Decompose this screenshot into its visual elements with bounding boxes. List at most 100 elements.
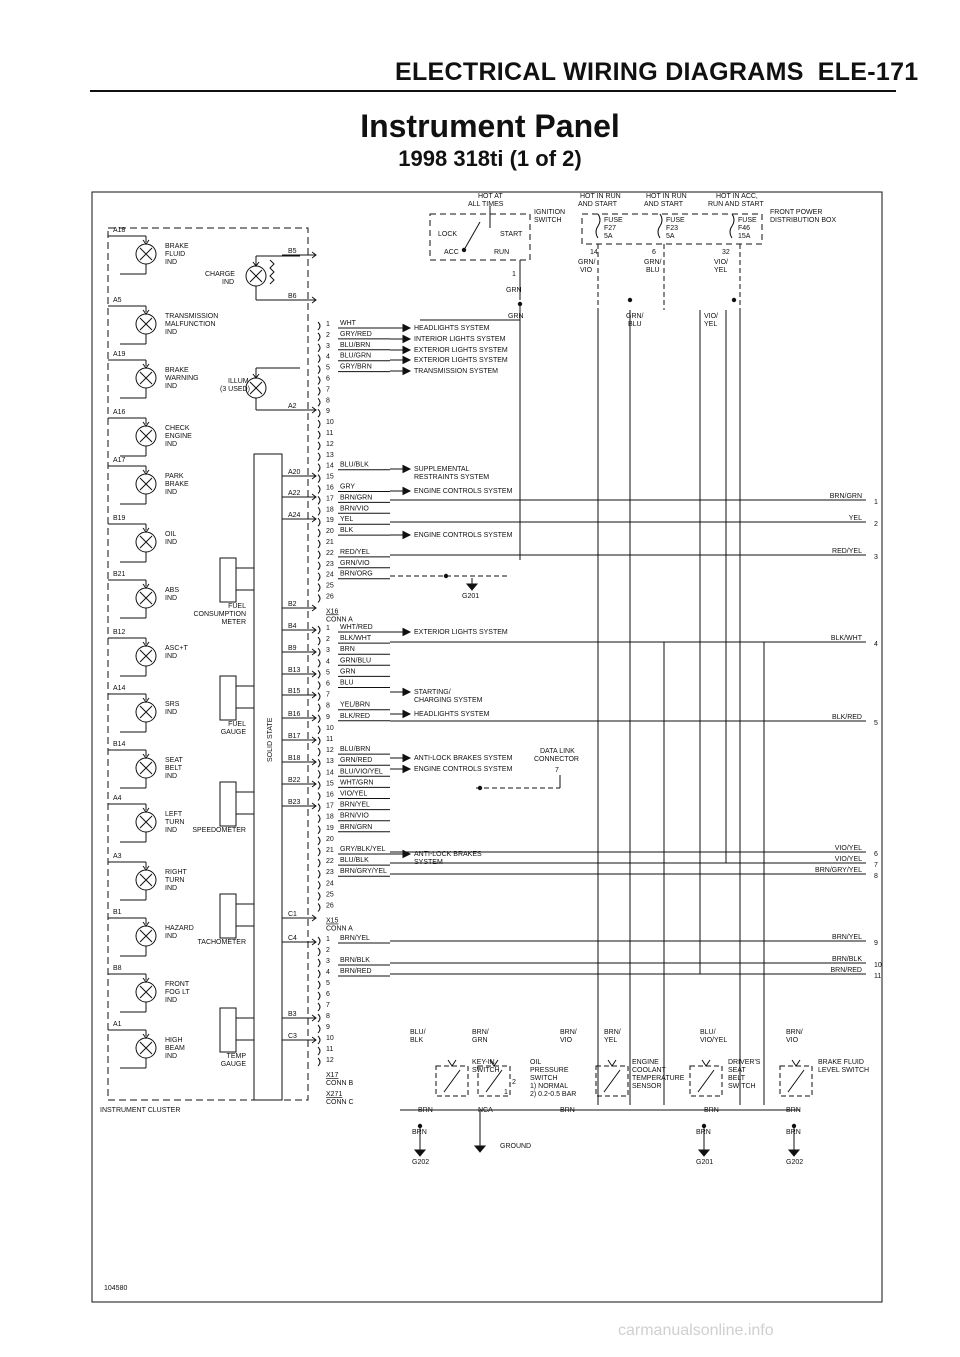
connector-pin-icon <box>317 550 321 560</box>
continuation-color: VIO/YEL <box>835 845 862 852</box>
power-label: FRONT POWER <box>770 209 822 216</box>
lamp-tip-icon <box>142 641 150 647</box>
splice-dot <box>791 1123 797 1129</box>
wire-color: YEL <box>714 267 727 274</box>
continuation-color: YEL <box>849 515 862 522</box>
power-label: AND START <box>644 201 684 208</box>
cluster-pin-arrow-icon <box>311 938 317 946</box>
pin-number: 6 <box>652 249 656 256</box>
connector-name: X271 <box>326 1091 342 1098</box>
connector-pin-number: 25 <box>326 583 334 590</box>
connector-pin-number: 14 <box>326 463 334 470</box>
connector-wire-color: BRN <box>340 646 355 653</box>
connector-pin-number: 11 <box>326 1046 333 1053</box>
cluster-pin-arrow-icon <box>311 714 317 722</box>
connector-pin-number: 10 <box>326 1035 334 1042</box>
indicator-text: IND <box>165 539 177 546</box>
sensor-label: ENGINE <box>632 1059 659 1066</box>
connector-wire-color: BLK/WHT <box>340 635 372 642</box>
power-label: HOT IN ACC, <box>716 193 758 200</box>
cluster-label: INSTRUMENT CLUSTER <box>100 1107 180 1114</box>
sensor-label: SWITCH <box>530 1075 558 1082</box>
cluster-pin-arrow-icon <box>311 736 317 744</box>
connector-pin-number: 7 <box>326 386 330 393</box>
cluster-pin-arrow-icon <box>311 802 317 810</box>
connector-pin-number: 1 <box>326 625 330 632</box>
power-label: IGNITION <box>534 209 565 216</box>
wire-color: BLU/ <box>410 1029 426 1036</box>
sensor-section: BLU/BLKBRN/GRNBRN/VIOBRN/YELBLU/VIO/YELB… <box>400 1029 869 1166</box>
cluster-pin-arrow-icon <box>311 604 317 612</box>
fuse-icon <box>595 213 601 239</box>
destination-label: INTERIOR LIGHTS SYSTEM <box>414 336 506 343</box>
cluster-pin-label: B3 <box>288 1011 297 1018</box>
cluster-pin-arrow-icon <box>311 515 317 523</box>
gauge: TACHOMETER <box>198 893 254 946</box>
connector-wire-color: BRN/GRN <box>340 494 372 501</box>
indicator-text: IND <box>165 773 177 780</box>
connector-pin-icon <box>317 625 321 635</box>
indicator-text: MALFUNCTION <box>165 321 216 328</box>
lamp-tip-icon <box>142 309 150 315</box>
lamp-tip-icon <box>142 697 150 703</box>
cluster-pin-arrow-icon <box>311 691 317 699</box>
indicator-text: IND <box>165 383 177 390</box>
lamp-tip-icon <box>142 865 150 871</box>
switch-position: LOCK <box>438 231 457 238</box>
wire-color: VIO/ <box>704 313 718 320</box>
connector-wire-color: WHT/GRN <box>340 779 373 786</box>
connector-pin-icon <box>317 880 321 890</box>
indicator-text: IND <box>165 885 177 892</box>
connector-wire-color: WHT <box>340 320 357 327</box>
lamp-filament-icon <box>139 985 153 999</box>
connector-pin-number: 12 <box>326 1057 334 1064</box>
connector-pin-icon <box>317 485 321 494</box>
connector-pin-icon <box>317 539 321 549</box>
cluster-pin-arrow-icon <box>311 914 317 922</box>
figure-id: 104580 <box>104 1285 127 1292</box>
destination-arrow-icon <box>402 366 412 376</box>
fuse-label: FUSE <box>738 217 757 224</box>
connector-label: CONN A <box>326 926 353 933</box>
lamp-filament-icon <box>139 649 153 663</box>
indicator-text: BRAKE <box>165 481 189 488</box>
cluster-pin-arrow-icon <box>311 670 317 678</box>
g202-ground-icon <box>413 1149 427 1157</box>
connector-pin-icon <box>317 419 321 429</box>
page-subtitle: 1998 318ti (1 of 2) <box>398 146 582 171</box>
continuation-number: 3 <box>874 554 878 561</box>
pin-label: B12 <box>113 629 126 636</box>
pin-number: 32 <box>722 249 730 256</box>
sensor-label: DRIVER'S <box>728 1059 761 1066</box>
continuation-number: 1 <box>874 499 878 506</box>
lamp-tip-icon <box>142 527 150 533</box>
pin-number: 14 <box>590 249 598 256</box>
connector-pin-number: 22 <box>326 858 334 865</box>
connector-pin-icon <box>317 692 321 701</box>
pin-number: 1 <box>512 271 516 278</box>
destination-label: HEADLIGHTS SYSTEM <box>414 711 490 718</box>
wire-color: BLU <box>628 321 642 328</box>
connector-wire-color: GRY/BLK/YEL <box>340 846 386 853</box>
splice-dot <box>443 573 449 579</box>
lamp-filament-icon <box>139 1041 153 1055</box>
indicator-text: RIGHT <box>165 869 188 876</box>
lamp-tip-icon <box>142 807 150 813</box>
cluster-pin-arrow-icon <box>311 626 317 634</box>
charge-label: IND <box>222 279 234 286</box>
sensor-label: SWITCH <box>728 1083 756 1090</box>
connector-pin-number: 3 <box>326 647 330 654</box>
connector-pin-number: 18 <box>326 814 334 821</box>
connector-pin-icon <box>317 343 321 353</box>
wire-color: BRN <box>696 1129 711 1136</box>
indicator-text: FRONT <box>165 981 190 988</box>
gauge-box <box>219 557 237 603</box>
